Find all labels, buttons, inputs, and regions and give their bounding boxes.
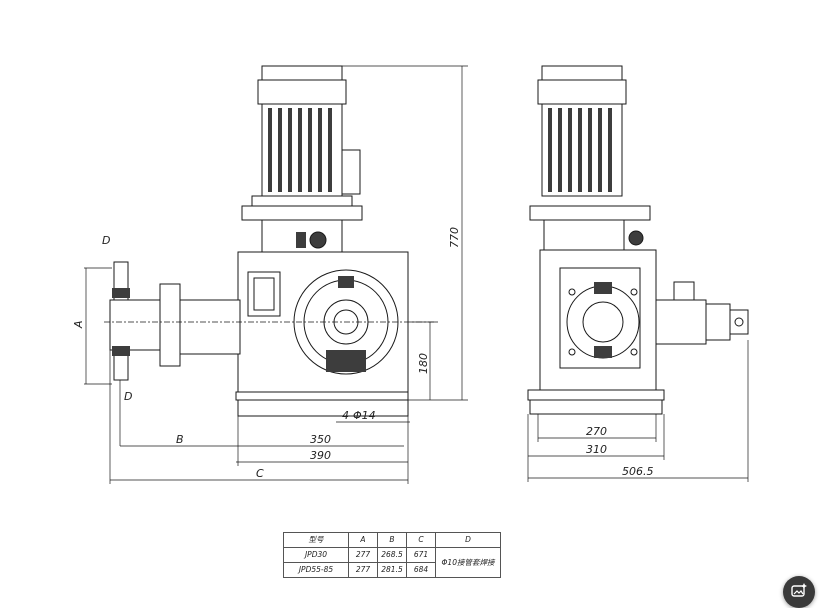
cell-c: 684: [406, 562, 436, 578]
side-view: [527, 65, 749, 415]
dim-d-top: D: [102, 234, 110, 247]
dim-770: 770: [448, 227, 461, 248]
dim-a: A: [72, 320, 85, 329]
dim-b: B: [176, 433, 184, 446]
header-d: D: [435, 532, 501, 548]
table-header-row: 型号 A B C D: [283, 532, 501, 548]
spec-table: 型号 A B C D JPD30 277 268.5 671 Φ10接管套焊接 …: [283, 532, 501, 578]
cell-b: 281.5: [377, 562, 407, 578]
cell-a: 277: [348, 562, 378, 578]
dim-310: 310: [586, 443, 607, 456]
dim-d-bottom: D: [124, 390, 132, 403]
image-action-button[interactable]: [783, 576, 815, 608]
dim-390: 390: [310, 449, 331, 462]
dimension-lines: [84, 65, 749, 484]
table-row: JPD30 277 268.5 671 Φ10接管套焊接: [283, 547, 501, 578]
dim-270: 270: [586, 425, 607, 438]
cell-a: 277: [348, 547, 378, 563]
dim-506-5: 506.5: [622, 465, 654, 478]
cell-model: JPD30: [283, 547, 349, 563]
header-a: A: [348, 532, 378, 548]
cell-model: JPD55-85: [283, 562, 349, 578]
table-row: JPD55-85 277 281.5 684: [283, 562, 501, 578]
dim-c: C: [256, 467, 264, 480]
dim-holes: 4-Φ14: [342, 409, 376, 422]
front-view: [109, 65, 409, 417]
cell-c: 671: [406, 547, 436, 563]
image-sparkle-icon: [791, 583, 807, 597]
header-b: B: [377, 532, 407, 548]
dim-350: 350: [310, 433, 331, 446]
cell-b: 268.5: [377, 547, 407, 563]
cell-d: Φ10接管套焊接: [435, 547, 501, 578]
header-model: 型号: [283, 532, 349, 548]
header-c: C: [406, 532, 436, 548]
dim-180: 180: [417, 353, 430, 374]
